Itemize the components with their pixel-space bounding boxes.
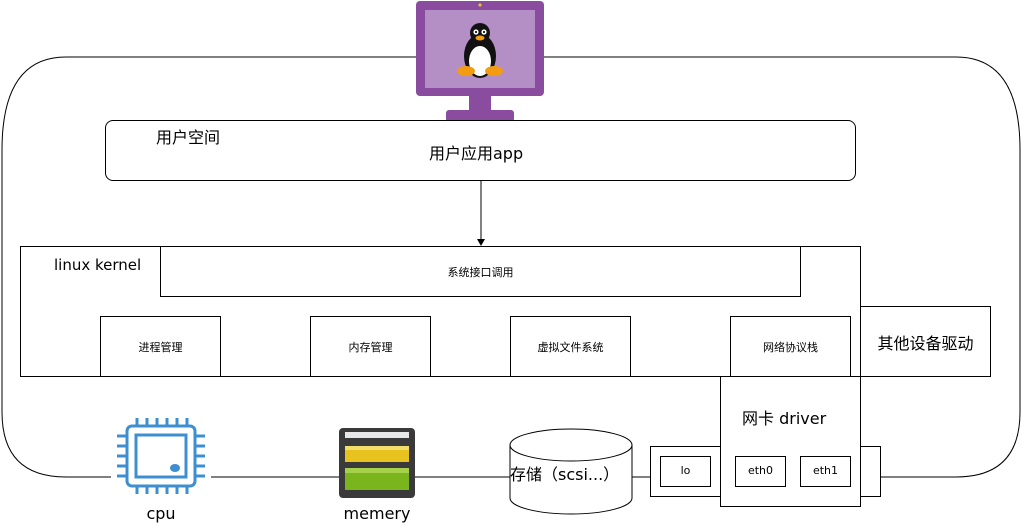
network-stack-label: 网络协议栈 <box>763 341 818 354</box>
user-space-label: 用户空间 <box>156 128 221 147</box>
other-drivers-label: 其他设备驱动 <box>877 334 974 353</box>
linux-monitor-icon <box>416 1 544 122</box>
storage-label: 存储（scsi...） <box>510 465 620 484</box>
vfs-box <box>510 316 631 377</box>
memory-management-box <box>310 316 431 377</box>
lo-label: lo <box>680 464 691 477</box>
syscall-box <box>160 246 801 297</box>
vfs-label: 虚拟文件系统 <box>537 341 604 354</box>
user-app-label: 用户应用app <box>429 144 524 163</box>
memory-module-icon <box>339 428 415 498</box>
outer-container <box>1 56 1021 478</box>
memory-label: memery <box>343 504 411 523</box>
arrow-head <box>477 239 485 246</box>
cpu-icon <box>111 416 211 496</box>
other-drivers-box <box>860 306 991 377</box>
lo-box <box>660 456 711 487</box>
syscall-label: 系统接口调用 <box>447 266 514 279</box>
eth1-label: eth1 <box>812 464 839 477</box>
process-management-label: 进程管理 <box>138 341 183 354</box>
nic-driver-box <box>720 376 861 507</box>
network-stack-box <box>730 316 851 377</box>
eth0-box <box>735 456 786 487</box>
cpu-label: cpu <box>146 504 176 523</box>
user-space-box <box>105 120 856 181</box>
process-management-box <box>100 316 221 377</box>
nic-driver-label: 网卡 driver <box>742 409 827 428</box>
memory-management-label: 内存管理 <box>348 341 393 354</box>
linux-kernel-label: linux kernel <box>54 256 142 274</box>
eth0-label: eth0 <box>747 464 774 477</box>
storage-cylinder-icon <box>509 428 633 515</box>
eth1-box <box>800 456 851 487</box>
